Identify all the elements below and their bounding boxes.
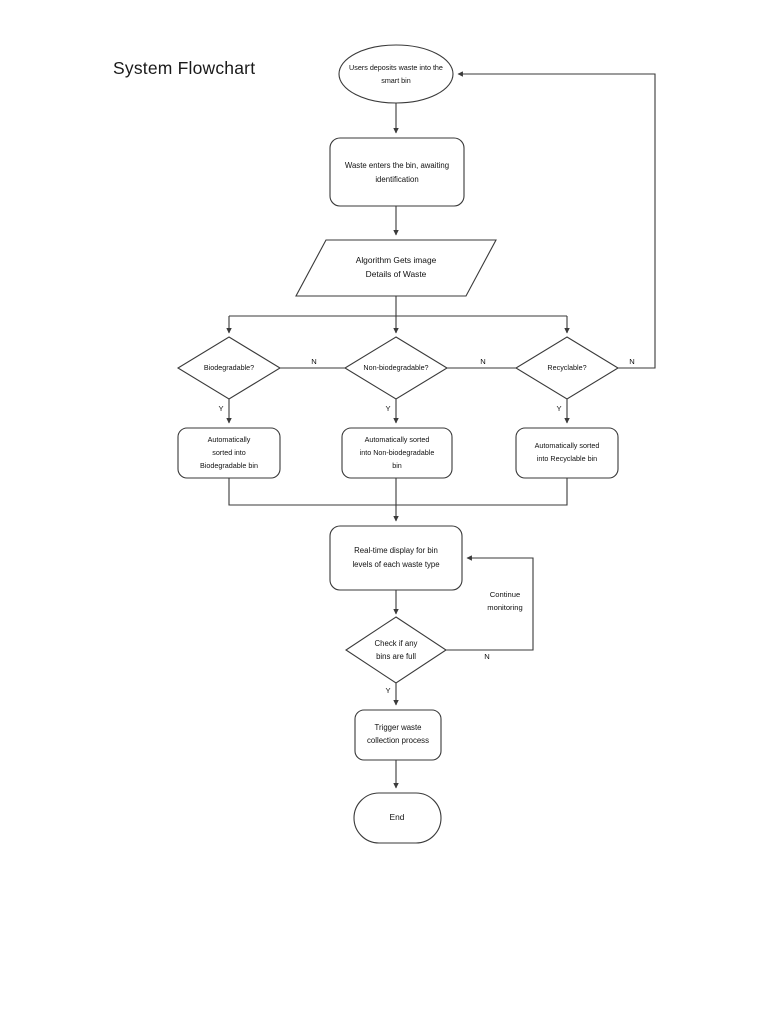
- node-biodegradable-decision[interactable]: Biodegradable?: [176, 336, 282, 400]
- biodegradable-bin-label-line3: Biodegradable bin: [200, 461, 258, 470]
- biodegradable-bin-label-line1: Automatically: [208, 435, 251, 444]
- algorithm-label-line1: Algorithm Gets image: [356, 255, 437, 265]
- edge-label-check-no: N: [484, 652, 489, 661]
- node-trigger-collection[interactable]: Trigger waste collection process: [354, 709, 442, 761]
- start-label-line2: smart bin: [381, 76, 411, 85]
- nonbiodegradable-bin-rect-shape: [341, 427, 453, 479]
- edge-label-recyc-yes: Y: [556, 404, 561, 413]
- recyclable-bin-rect-shape: [515, 427, 619, 479]
- biodegradable-diamond-shape: [176, 336, 282, 400]
- node-realtime-display[interactable]: Real-time display for bin levels of each…: [329, 525, 463, 591]
- nonbiodegradable-label: Non-biodegradable?: [363, 363, 428, 372]
- realtime-display-label-line1: Real-time display for bin: [354, 546, 438, 555]
- start-label-line1: Users deposits waste into the: [349, 63, 443, 72]
- start-ellipse-shape: [338, 44, 454, 104]
- check-bins-full-label-line1: Check if any: [375, 639, 418, 648]
- edge-label-nonbio-no: N: [480, 357, 485, 366]
- end-label: End: [390, 812, 405, 822]
- edge-label-bio-no: N: [311, 357, 316, 366]
- node-nonbiodegradable-bin[interactable]: Automatically sorted into Non-biodegrada…: [341, 427, 453, 479]
- edge-label-bio-yes: Y: [218, 404, 223, 413]
- waste-enters-rect-shape: [329, 137, 465, 207]
- nonbiodegradable-bin-label-line1: Automatically sorted: [365, 435, 430, 444]
- edge-bins-merge-bus: [228, 478, 568, 506]
- waste-enters-label-line2: identification: [375, 175, 418, 184]
- realtime-display-rect-shape: [329, 525, 463, 591]
- check-bins-full-label-line2: bins are full: [376, 652, 416, 661]
- nonbiodegradable-diamond-shape: [343, 336, 449, 400]
- trigger-collection-label-line1: Trigger waste: [375, 723, 422, 732]
- nonbiodegradable-bin-label-line3: bin: [392, 461, 402, 470]
- biodegradable-bin-label-line2: sorted into: [212, 448, 246, 457]
- recyclable-label: Recyclable?: [547, 363, 586, 372]
- node-recyclable-bin[interactable]: Automatically sorted into Recyclable bin: [515, 427, 619, 479]
- end-stadium-shape: [353, 792, 442, 844]
- biodegradable-bin-rect-shape: [177, 427, 281, 479]
- algorithm-parallelogram-shape: [295, 239, 497, 297]
- node-check-bins-full[interactable]: Check if any bins are full: [345, 616, 447, 684]
- node-recyclable-decision[interactable]: Recyclable?: [514, 336, 620, 400]
- waste-enters-label-line1: Waste enters the bin, awaiting: [345, 161, 449, 170]
- realtime-display-label-line2: levels of each waste type: [352, 560, 439, 569]
- edge-label-nonbio-yes: Y: [385, 404, 390, 413]
- recyclable-bin-label-line2: into Recyclable bin: [537, 454, 597, 463]
- edge-recyc-no-feedback: [457, 71, 656, 369]
- edge-label-recyc-no: N: [629, 357, 634, 366]
- node-biodegradable-bin[interactable]: Automatically sorted into Biodegradable …: [177, 427, 281, 479]
- node-waste-enters[interactable]: Waste enters the bin, awaiting identific…: [329, 137, 465, 207]
- biodegradable-label: Biodegradable?: [204, 363, 254, 372]
- recyclable-diamond-shape: [514, 336, 620, 400]
- check-bins-full-diamond-shape: [345, 616, 447, 684]
- nonbiodegradable-bin-label-line2: into Non-biodegradable: [360, 448, 435, 457]
- recyclable-bin-label-line1: Automatically sorted: [535, 441, 600, 450]
- edge-label-continue-line2: monitoring: [487, 603, 522, 612]
- node-algorithm[interactable]: Algorithm Gets image Details of Waste: [295, 239, 497, 297]
- node-end[interactable]: End: [353, 792, 442, 844]
- edge-check-no-loop: [446, 555, 534, 651]
- trigger-collection-label-line2: collection process: [367, 736, 429, 745]
- edge-label-check-yes: Y: [385, 686, 390, 695]
- node-nonbiodegradable-decision[interactable]: Non-biodegradable?: [343, 336, 449, 400]
- algorithm-label-line2: Details of Waste: [366, 269, 427, 279]
- trigger-collection-rect-shape: [354, 709, 442, 761]
- node-start[interactable]: Users deposits waste into the smart bin: [338, 44, 454, 104]
- edge-label-continue-line1: Continue: [490, 590, 520, 599]
- page-title: System Flowchart: [113, 58, 256, 78]
